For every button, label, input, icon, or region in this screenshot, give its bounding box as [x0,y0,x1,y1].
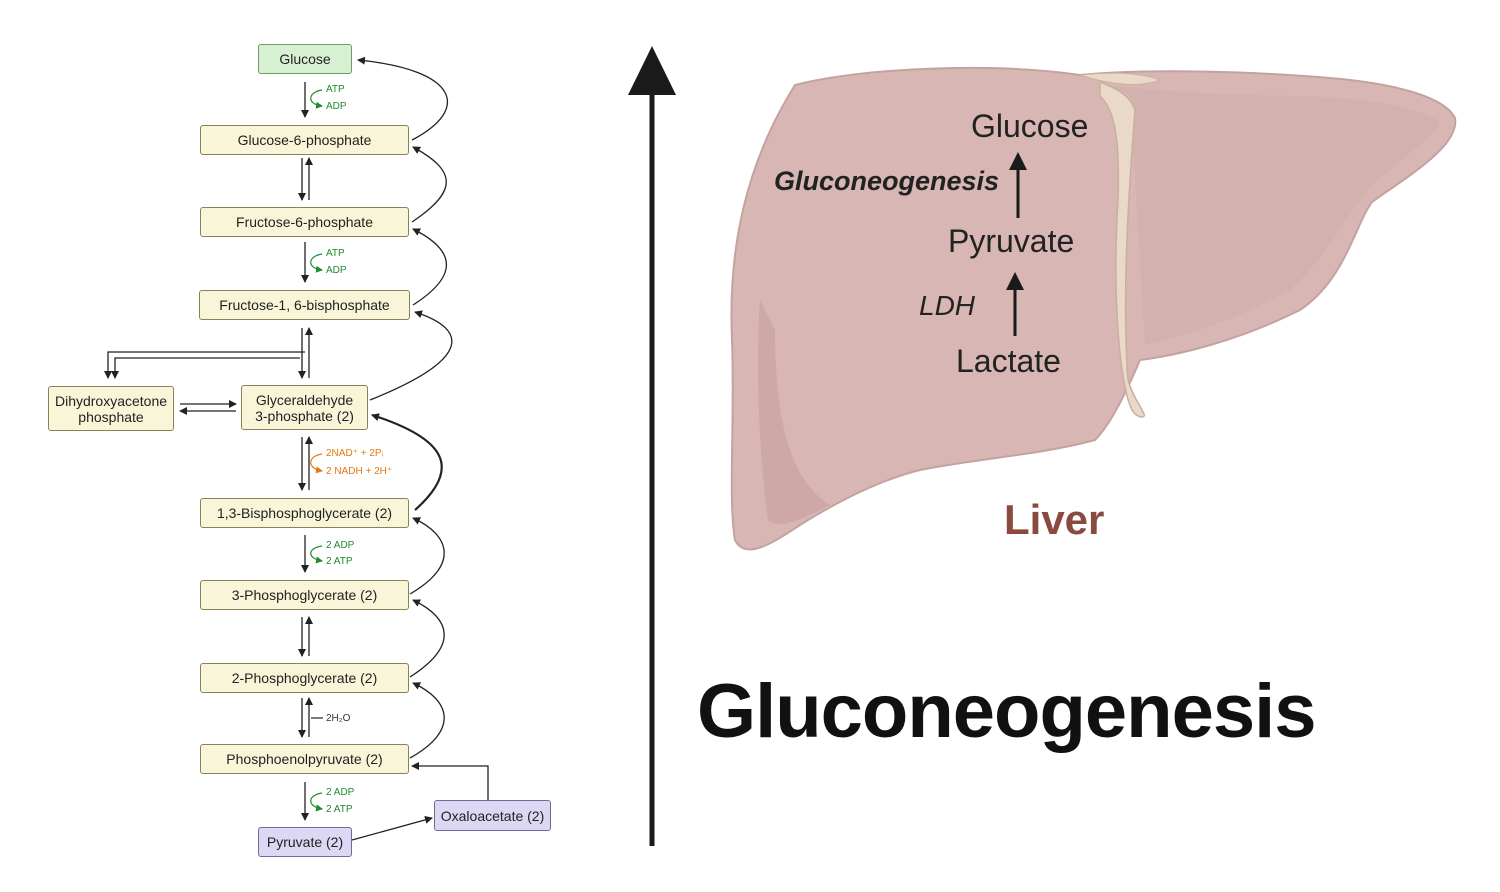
node-glucose: Glucose [258,44,352,74]
node-pyruvate: Pyruvate (2) [258,827,352,857]
cofactor-2atp-2: 2 ATP [326,804,353,815]
cofactor-adp-2: ADP [326,265,347,276]
node-dihydroxyacetone-phosphate: Dihydroxyacetone phosphate [48,386,174,431]
node-1-3-bisphosphoglycerate: 1,3-Bisphosphoglycerate (2) [200,498,409,528]
node-fructose-6-phosphate: Fructose-6-phosphate [200,207,409,237]
node-glucose-6-phosphate: Glucose-6-phosphate [200,125,409,155]
liver-ldh-label: LDH [919,290,976,321]
cofactor-nad: 2NAD⁺ + 2Pᵢ [326,448,384,459]
liver-arrows [1006,152,1027,336]
liver-lactate-label: Lactate [956,343,1061,379]
node-2-phosphoglycerate: 2-Phosphoglycerate (2) [200,663,409,693]
liver-pyruvate-label: Pyruvate [948,223,1075,259]
direction-arrow [628,46,676,846]
liver-gluconeogenesis-label: Gluconeogenesis [774,166,1000,196]
main-title: Gluconeogenesis [697,669,1316,754]
liver-glucose-label: Glucose [971,108,1089,144]
cofactor-2adp-2: 2 ADP [326,787,355,798]
cofactor-2atp-1: 2 ATP [326,556,353,567]
cofactor-adp-1: ADP [326,101,347,112]
node-3-phosphoglycerate: 3-Phosphoglycerate (2) [200,580,409,610]
reaction-arrows [104,82,489,841]
node-fructose-1-6-bisphosphate: Fructose-1, 6-bisphosphate [199,290,410,320]
cofactor-atp-1: ATP [326,84,345,95]
node-phosphoenolpyruvate: Phosphoenolpyruvate (2) [200,744,409,774]
cofactor-atp-2: ATP [326,248,345,259]
cofactor-nadh: 2 NADH + 2H⁺ [326,466,393,477]
cofactor-hooks [310,89,323,812]
liver-illustration [730,66,1457,551]
organ-label: Liver [1004,496,1105,543]
cofactor-2adp-1: 2 ADP [326,540,355,551]
gluconeogenesis-curves [357,56,453,759]
node-glyceraldehyde-3-phosphate: Glyceraldehyde 3-phosphate (2) [241,385,368,430]
cofactor-water: 2H₂O [326,713,351,724]
node-oxaloacetate: Oxaloacetate (2) [434,800,551,831]
